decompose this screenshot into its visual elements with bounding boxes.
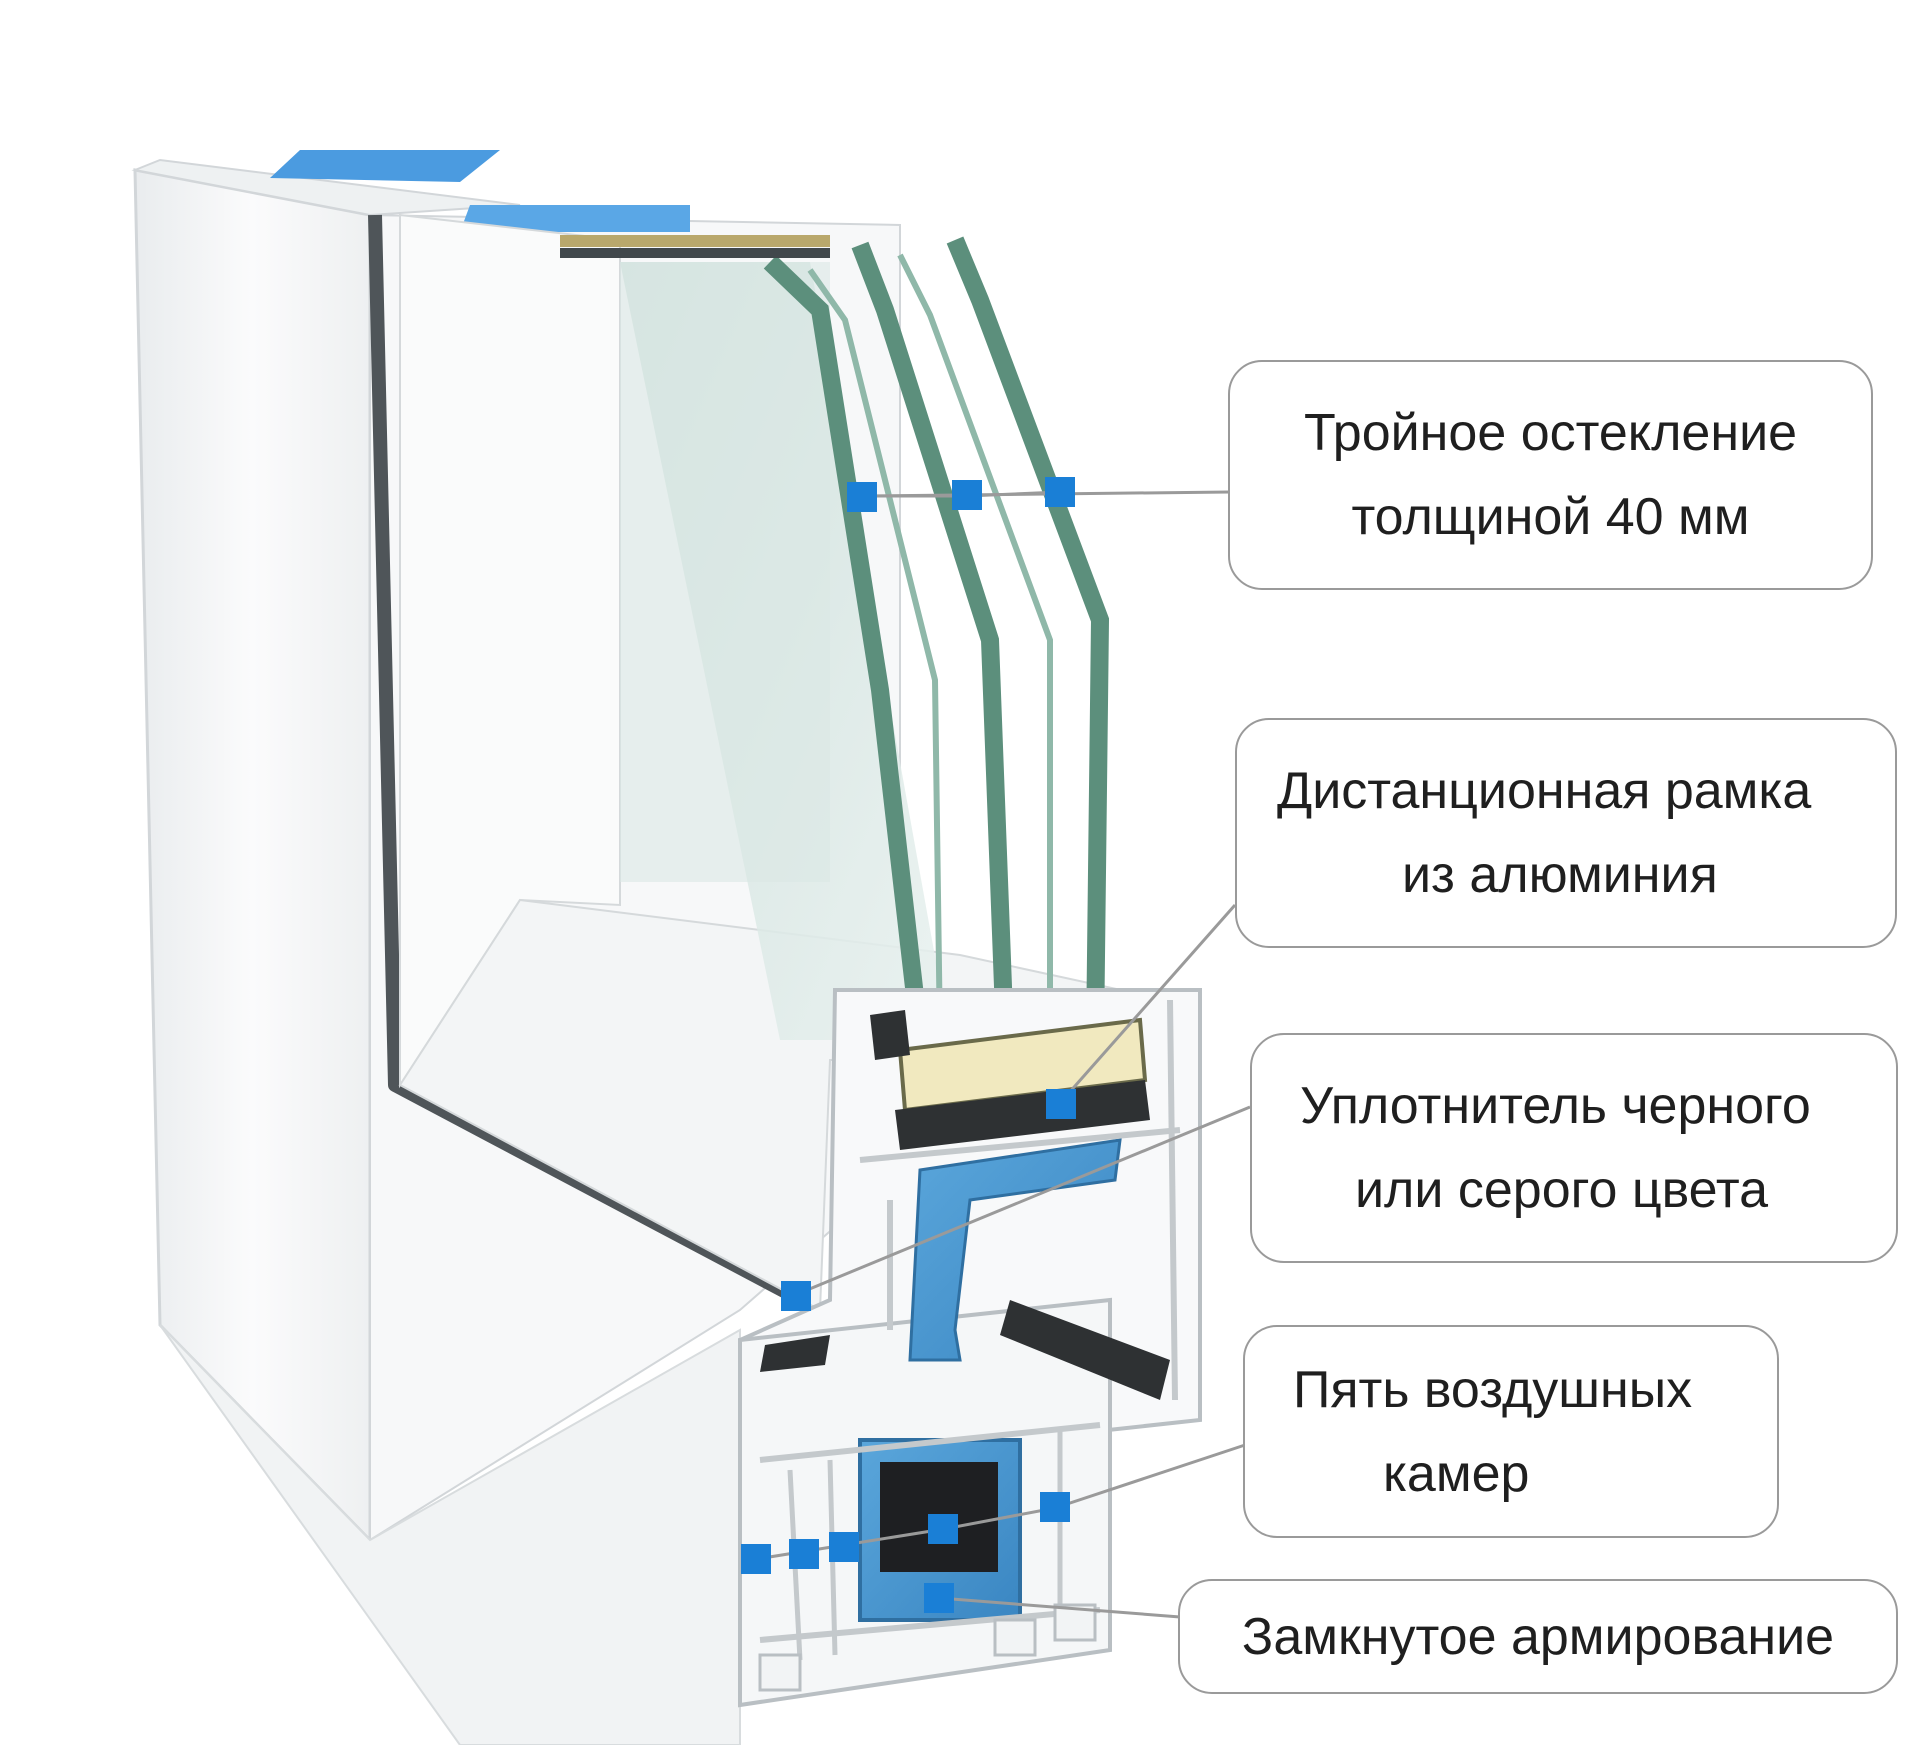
callout-triple-glazing-line1: Тройное остекление [1303,404,1798,462]
marker-chamber-5 [1040,1492,1070,1522]
callout-reinforcement: Замкнутое армирование [1178,1579,1898,1694]
marker-glass-1 [847,482,877,512]
leader-chambers-2 [943,1506,1056,1531]
callout-spacer-frame-line2: из алюминия [1402,846,1718,904]
marker-glass-3 [1045,477,1075,507]
markers [741,477,1076,1613]
marker-seal [781,1281,811,1311]
marker-chamber-2 [789,1539,819,1569]
leader-seal [794,1105,1251,1297]
callout-spacer-frame-line1: Дистанционная рамка [1277,762,1812,820]
callout-air-chambers-line2: камер [1383,1444,1530,1503]
callout-seal-line2: или серого цвета [1355,1161,1769,1219]
callout-triple-glazing-line2: толщиной 40 мм [1351,488,1750,546]
marker-chamber-3 [829,1532,859,1562]
leader-spacer [1058,904,1237,1104]
marker-chamber-4 [928,1514,958,1544]
leader-glazing-3 [966,490,1061,498]
marker-reinforcement [924,1583,954,1613]
marker-spacer [1046,1089,1076,1119]
callout-triple-glazing: Тройное остекление толщиной 40 мм [1228,360,1873,590]
leader-chambers-3 [1054,1443,1246,1510]
marker-glass-2 [952,480,982,510]
marker-chamber-1 [741,1544,771,1574]
callout-air-chambers: Пять воздушных камер [1243,1325,1779,1538]
callout-air-chambers-line1: Пять воздушных [1293,1360,1693,1419]
callout-reinforcement-line1: Замкнутое армирование [1241,1607,1835,1666]
callout-seal-line1: Уплотнитель черного [1300,1077,1811,1135]
leader-reinforcement [938,1596,1181,1619]
callout-spacer-frame: Дистанционная рамка из алюминия [1235,718,1897,948]
callout-seal: Уплотнитель черного или серого цвета [1250,1033,1898,1263]
